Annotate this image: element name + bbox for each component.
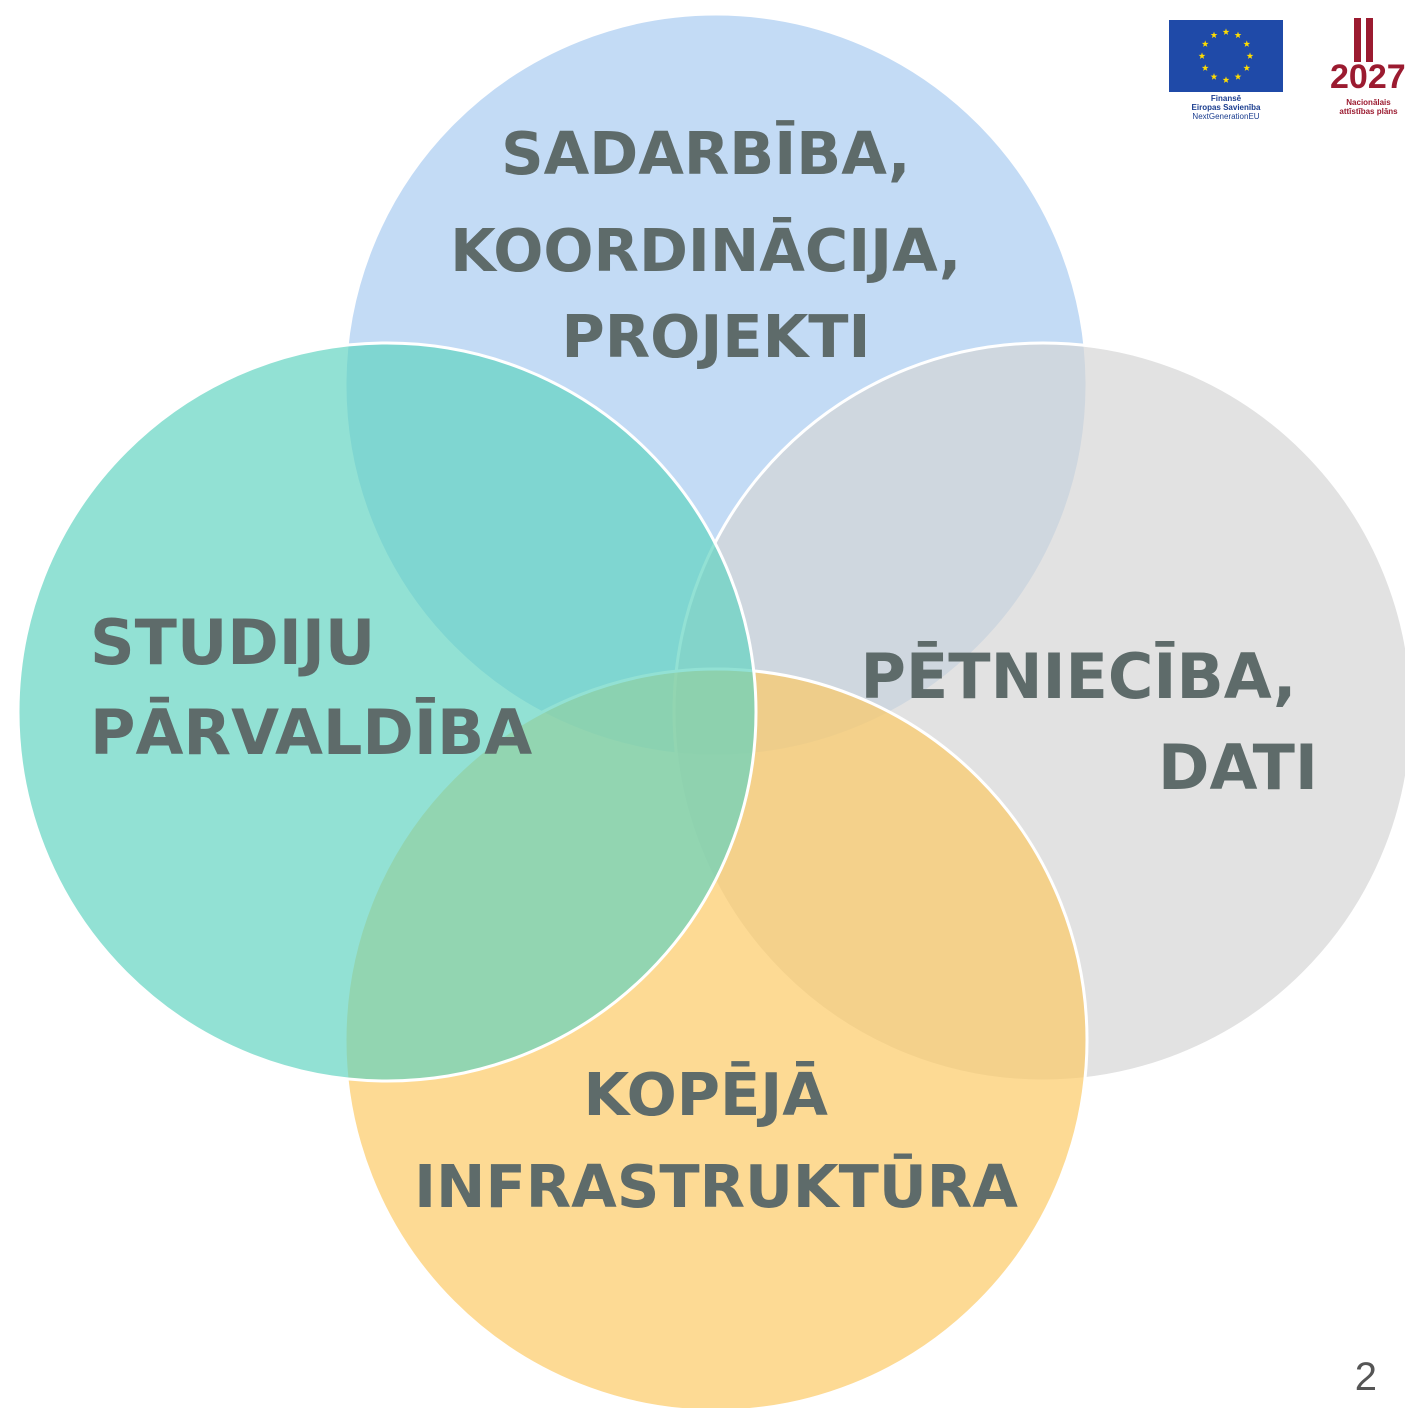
label-left: STUDIJU PĀRVALDĪBA — [90, 606, 532, 769]
national-plan-logo: 2027 Nacionālais attīstības plāns — [1328, 18, 1405, 116]
eu-star-icon — [1234, 31, 1242, 39]
eu-star-icon — [1210, 73, 1218, 80]
label-top: SADARBĪBA, KOORDINĀCIJA, PROJEKTI — [450, 119, 982, 371]
eu-star-icon — [1246, 52, 1254, 59]
label-right-line: PĒTNIECĪBA, — [860, 640, 1296, 713]
label-right-line: DATI — [1158, 731, 1318, 804]
eu-funding-line3: NextGenerationEU — [1192, 112, 1260, 121]
national-plan-year: 2027 — [1330, 58, 1405, 96]
eu-funding-logo: Finansē Eiropas Savienība NextGeneration… — [1160, 20, 1292, 121]
eu-funding-line1: Finansē — [1210, 94, 1242, 103]
eu-star-icon — [1234, 73, 1242, 80]
circle-left — [16, 341, 758, 1083]
eu-star-icon — [1201, 64, 1209, 71]
eu-star-icon — [1243, 40, 1251, 47]
label-bottom: KOPĒJĀ INFRASTRUKTŪRA — [414, 1060, 1018, 1221]
eu-star-icon — [1222, 28, 1230, 35]
eu-star-icon — [1210, 31, 1218, 39]
label-right: PĒTNIECĪBA, DATI — [860, 640, 1318, 804]
label-left-line: STUDIJU — [90, 606, 375, 679]
label-left-line: PĀRVALDĪBA — [90, 696, 532, 769]
eu-star-icon — [1222, 76, 1230, 83]
page-number: 2 — [1354, 1355, 1377, 1399]
label-top-line: SADARBĪBA, — [501, 119, 910, 188]
national-plan-sub2: attīstības plāns — [1339, 107, 1398, 116]
eu-star-icon — [1243, 64, 1251, 71]
label-top-line: KOORDINĀCIJA, — [450, 216, 961, 285]
label-bottom-line: KOPĒJĀ — [584, 1060, 829, 1129]
label-bottom-line: INFRASTRUKTŪRA — [414, 1152, 1018, 1221]
eu-flag-icon — [1169, 20, 1283, 92]
eu-star-icon — [1201, 40, 1209, 47]
national-plan-bars-icon — [1354, 18, 1405, 62]
eu-star-icon — [1198, 52, 1206, 59]
national-plan-sub1: Nacionālais — [1346, 98, 1391, 107]
eu-funding-line2: Eiropas Savienība — [1191, 103, 1261, 112]
label-top-line: PROJEKTI — [561, 302, 870, 371]
